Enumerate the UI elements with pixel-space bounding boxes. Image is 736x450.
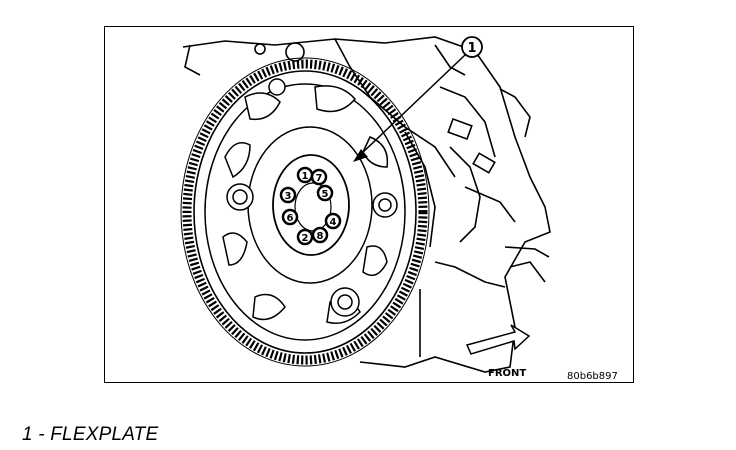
bolt-5: 5 — [316, 184, 334, 202]
bolt-3: 3 — [279, 186, 297, 204]
crankshaft-bolts: 1 2 3 4 5 6 7 8 — [279, 166, 342, 246]
front-label: FRONT — [488, 368, 526, 379]
illustration-frame: 1 2 3 4 5 6 7 8 1 FRONT 80b6b897 — [104, 26, 634, 383]
svg-text:1: 1 — [467, 41, 476, 56]
bolt-4: 4 — [324, 212, 342, 230]
engine-block — [182, 36, 551, 373]
figure-caption: 1 - FLEXPLATE — [22, 424, 159, 445]
bolt-7: 7 — [310, 168, 328, 186]
bolt-8: 8 — [311, 226, 329, 244]
callout-1: 1 — [353, 36, 483, 162]
svg-text:2: 2 — [302, 233, 309, 244]
svg-text:1: 1 — [302, 171, 309, 182]
svg-text:3: 3 — [285, 191, 292, 202]
svg-text:6: 6 — [287, 213, 294, 224]
bolt-1: 1 — [296, 166, 314, 184]
bolt-2: 2 — [296, 228, 314, 246]
figure-code: 80b6b897 — [567, 371, 618, 382]
svg-text:7: 7 — [316, 173, 323, 184]
front-arrow: FRONT — [465, 324, 531, 379]
svg-text:4: 4 — [330, 217, 337, 228]
svg-text:5: 5 — [322, 189, 329, 200]
svg-text:8: 8 — [317, 231, 324, 242]
flexplate-illustration: 1 2 3 4 5 6 7 8 1 FRONT 80b6b897 — [180, 36, 618, 382]
bolt-6: 6 — [281, 208, 299, 226]
flexplate-body — [204, 78, 406, 341]
